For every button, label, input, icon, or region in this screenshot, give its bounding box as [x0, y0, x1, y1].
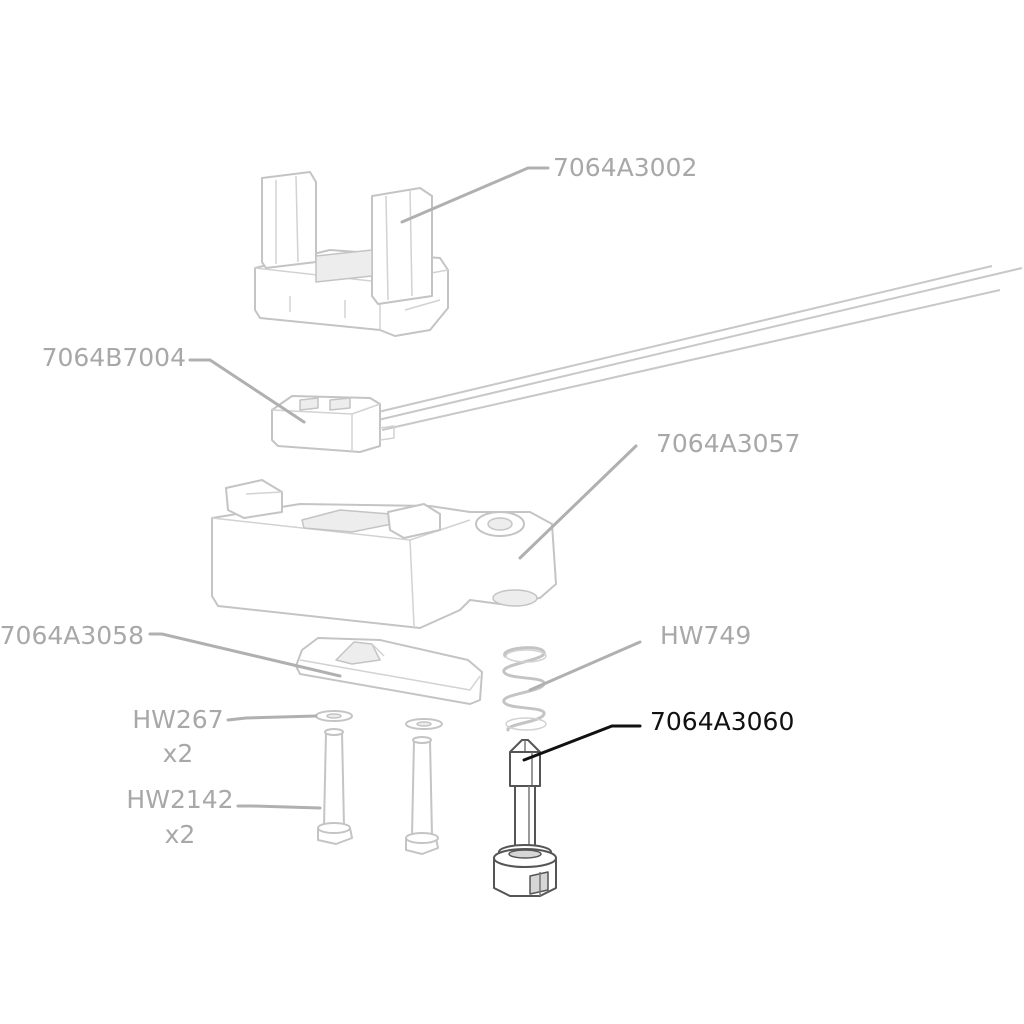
callout-screw: HW2142 — [126, 785, 233, 814]
leader-plunger — [522, 724, 642, 762]
part-base[interactable] — [211, 479, 557, 629]
leader-washer — [226, 714, 318, 722]
part-screws[interactable] — [317, 728, 439, 855]
part-plunger[interactable] — [493, 739, 557, 897]
part-spring[interactable] — [502, 646, 547, 732]
part-washers[interactable] — [315, 710, 443, 730]
part-slider[interactable] — [295, 637, 483, 705]
callout-plunger: 7064A3060 — [650, 707, 794, 736]
leader-slider — [148, 632, 342, 678]
leader-screw — [236, 804, 322, 810]
part-top-housing[interactable] — [254, 171, 449, 337]
leader-sensor — [188, 358, 306, 424]
callout-base: 7064A3057 — [656, 429, 800, 458]
callout-screw-qty: x2 — [165, 820, 196, 849]
callout-top-housing: 7064A3002 — [553, 153, 697, 182]
callout-washer: HW267 — [132, 705, 223, 734]
callout-sensor: 7064B7004 — [42, 343, 186, 372]
callout-slider: 7064A3058 — [0, 621, 144, 650]
callout-spring: HW749 — [660, 621, 751, 650]
callout-washer-qty: x2 — [163, 739, 194, 768]
leader-base — [518, 444, 638, 560]
leader-top-housing — [400, 166, 550, 224]
leader-spring — [528, 640, 642, 692]
part-sensor[interactable] — [271, 265, 1023, 453]
